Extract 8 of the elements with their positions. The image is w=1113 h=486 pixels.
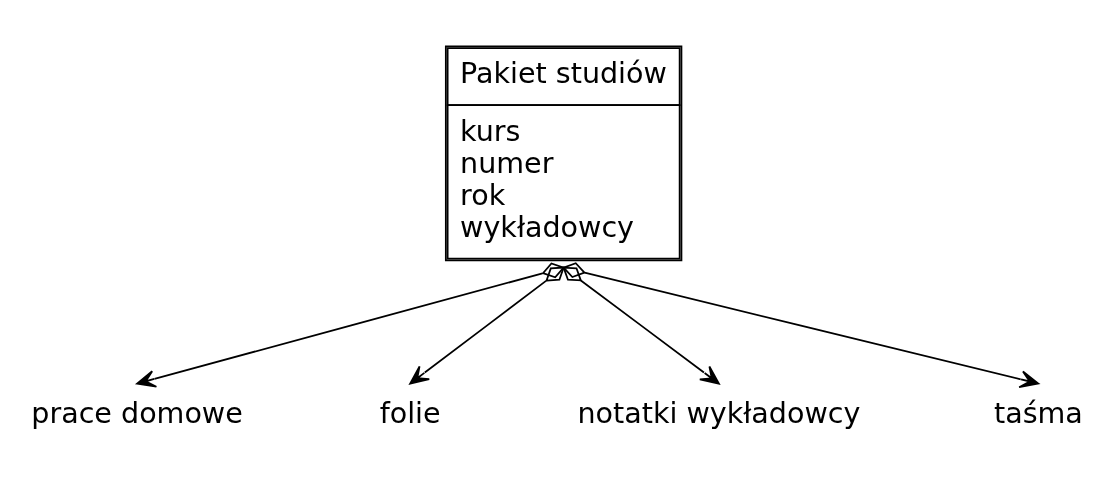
node-text: folie (379, 395, 441, 430)
arrow (562, 261, 1040, 388)
node-text: notatki wykładowcy (577, 395, 861, 430)
node-text: taśma (993, 395, 1083, 430)
arrow (136, 261, 566, 388)
arrow (409, 266, 565, 384)
node-text: prace domowe (31, 395, 243, 430)
arrow (562, 266, 720, 384)
